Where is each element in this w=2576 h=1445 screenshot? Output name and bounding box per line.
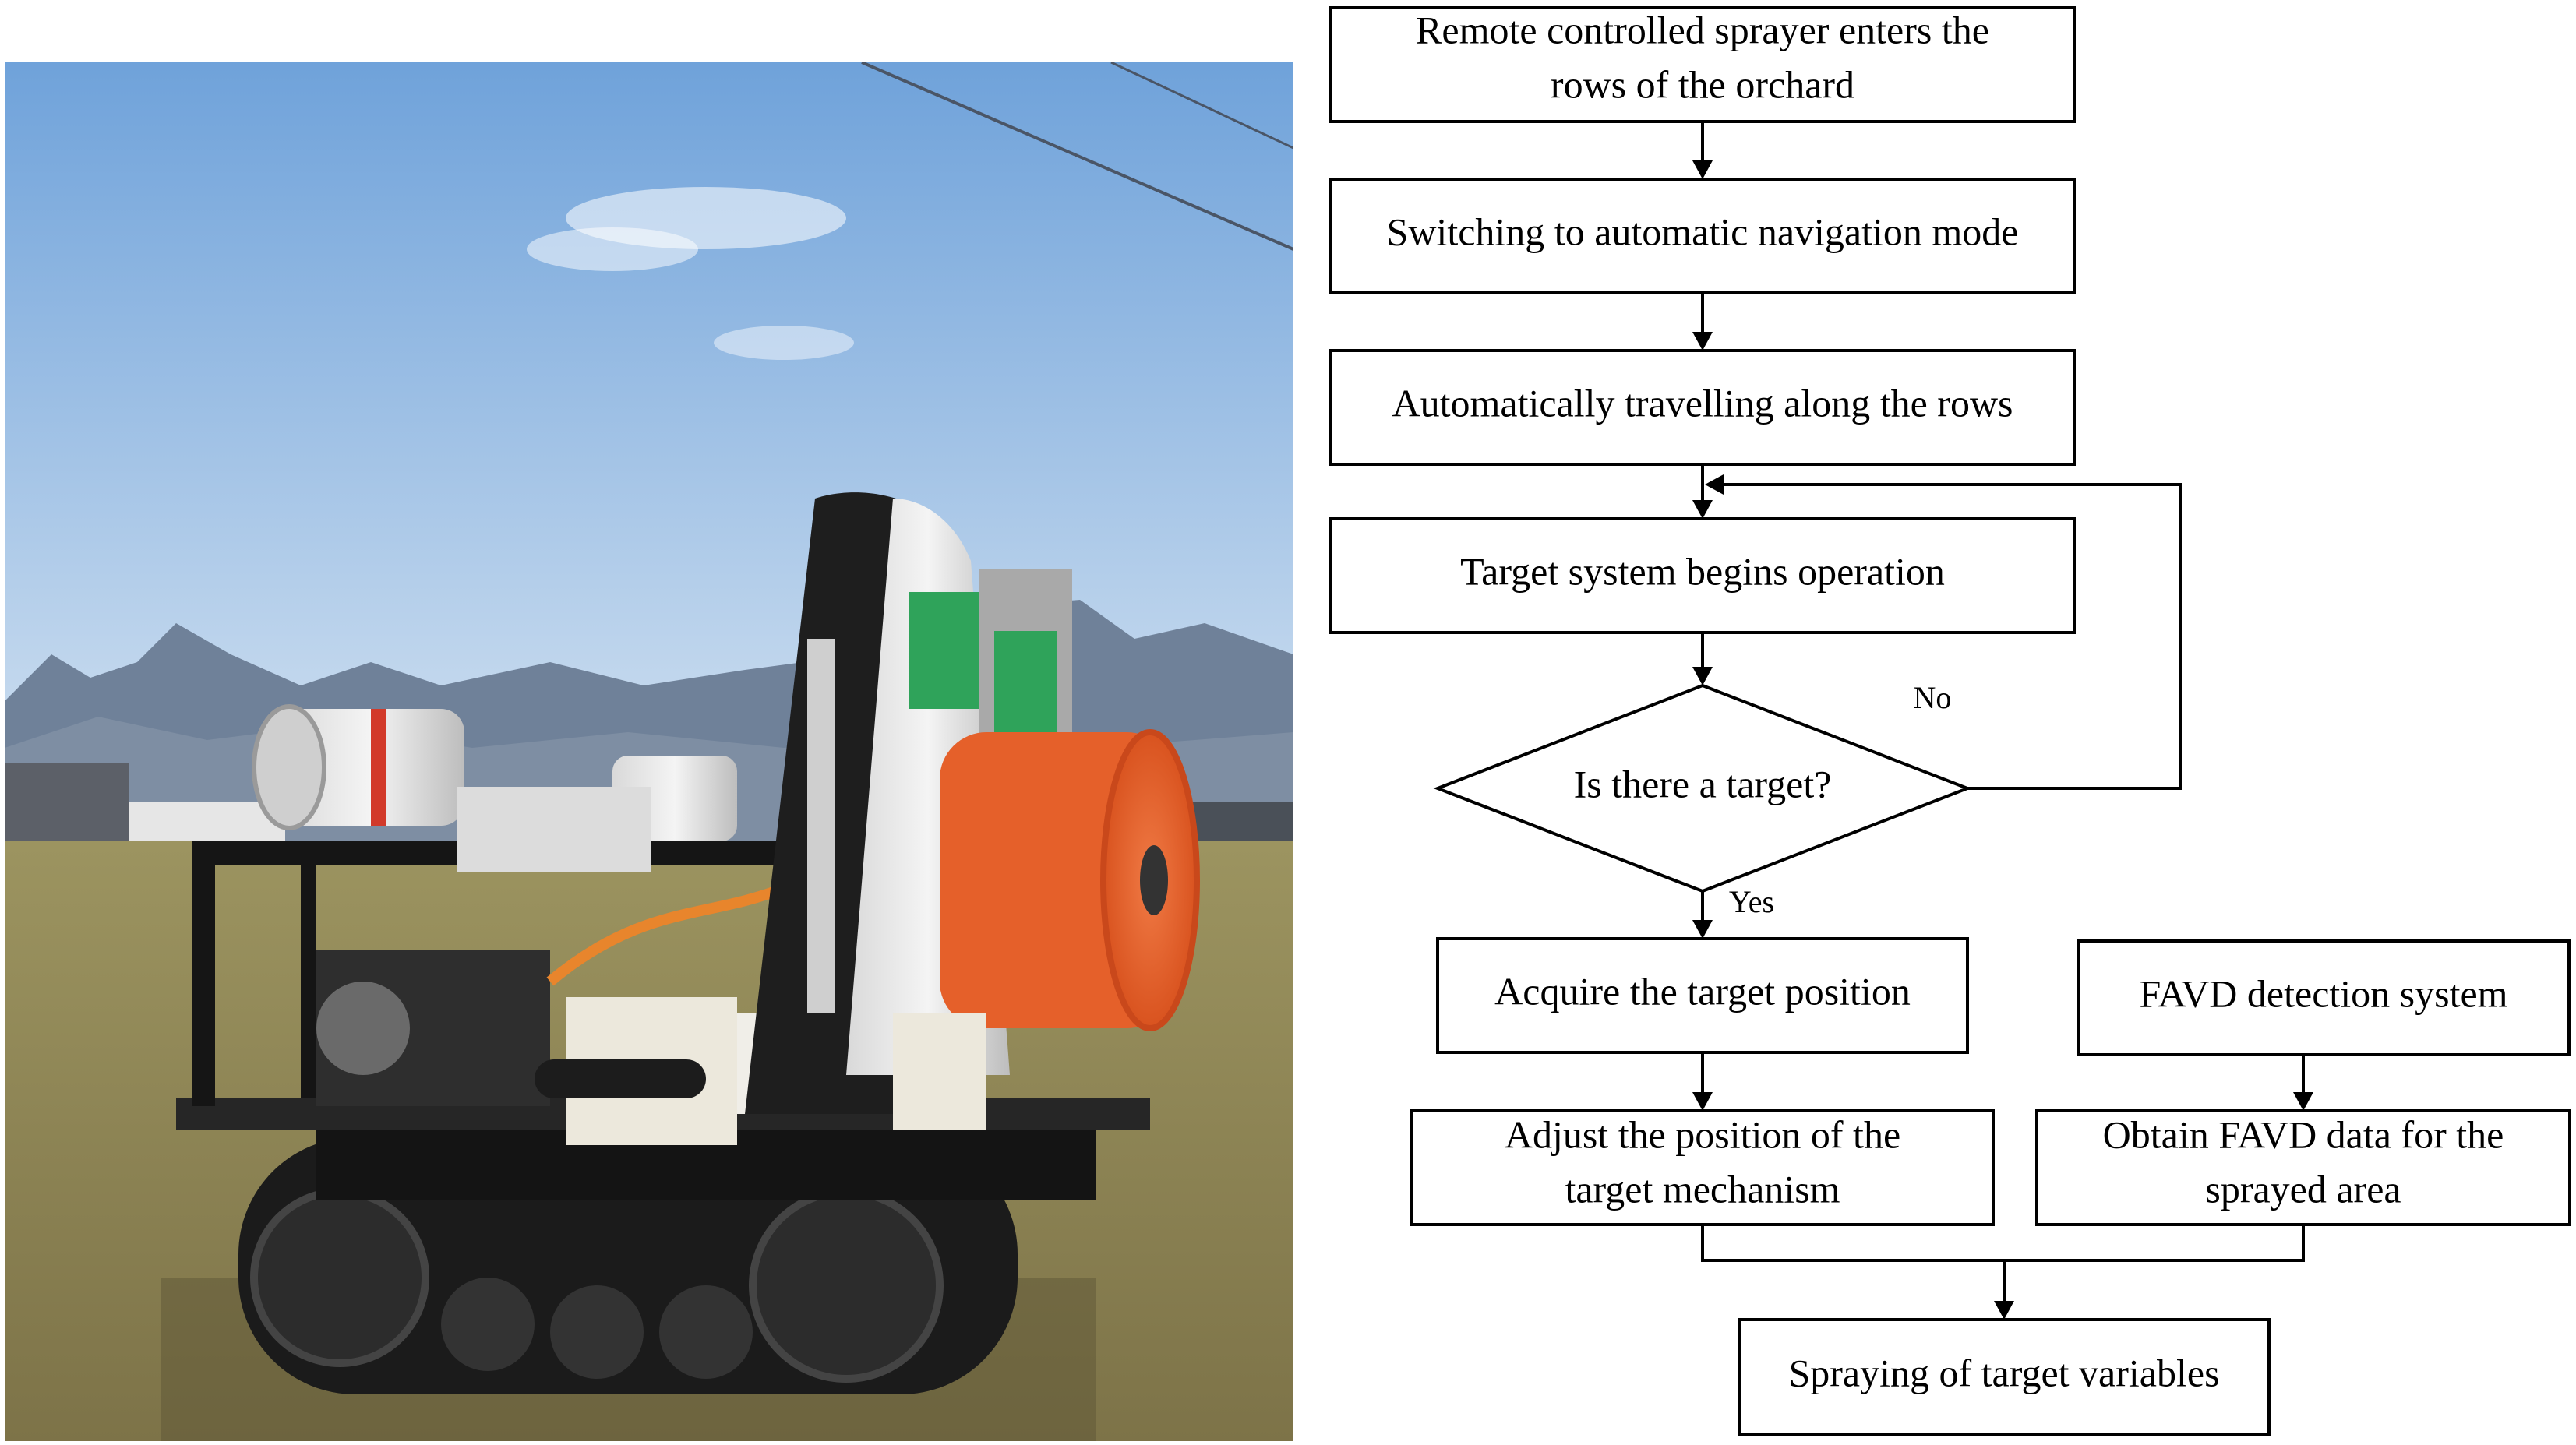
node-automatic-navigation-label: Switching to automatic navigation mode [1387, 210, 2019, 253]
power-line [861, 62, 1293, 251]
node-obtain-favd-data-line2: sprayed area [2205, 1167, 2401, 1211]
edge-label-no: No [1914, 680, 1952, 715]
big-fan-hub [1140, 845, 1168, 915]
node-target-system-operation [1329, 517, 2076, 634]
node-spraying-target-variables-label: Spraying of target variables [1788, 1351, 2219, 1394]
node-sprayer-enters-rows-line1: Remote controlled sprayer enters the [1416, 8, 1989, 51]
green-label [994, 631, 1057, 732]
node-target-system-operation-label: Target system begins operation [1460, 549, 1945, 593]
node-favd-detection-system [2077, 939, 2571, 1056]
node-spraying-target-variables [1738, 1318, 2271, 1436]
connector-n6-n7 [1692, 1052, 1713, 1111]
side-fan-band [371, 709, 386, 826]
power-line [1110, 62, 1293, 150]
node-adjust-target-mechanism-line2: target mechanism [1565, 1167, 1840, 1211]
track-wheel [659, 1285, 753, 1379]
node-acquire-target-position-label: Acquire the target position [1494, 969, 1911, 1013]
handle [535, 1059, 706, 1098]
connector-no-loop [1705, 474, 2182, 790]
decision-is-there-target-label: Is there a target? [1574, 762, 1832, 805]
connector-n8-n9 [2293, 1055, 2313, 1111]
node-adjust-target-mechanism-line1: Adjust the position of the [1505, 1112, 1900, 1156]
cloud [714, 326, 854, 360]
node-travelling-along-rows [1329, 349, 2076, 466]
connector-n2-n3 [1692, 293, 1713, 351]
track-wheel [441, 1278, 535, 1371]
tower-rail [807, 639, 835, 1013]
node-travelling-along-rows-label: Automatically travelling along the rows [1392, 381, 2013, 425]
connector-n1-n2 [1692, 122, 1713, 179]
connector-n3-n4 [1692, 464, 1713, 519]
frame [301, 865, 316, 1098]
node-acquire-target-position [1436, 937, 1969, 1054]
track-wheel [550, 1285, 644, 1379]
connector-n4-decision [1692, 633, 1713, 685]
electrical-box [457, 787, 651, 872]
node-obtain-favd-data-line1: Obtain FAVD data for the [2103, 1112, 2504, 1156]
frame [192, 841, 215, 1106]
side-fan-mouth [252, 704, 326, 830]
edge-label-yes: Yes [1729, 884, 1774, 919]
node-favd-detection-system-label: FAVD detection system [2139, 971, 2507, 1015]
cloud [527, 227, 698, 271]
connector-merge [1701, 1225, 2305, 1320]
connector-yes [1692, 891, 1713, 939]
engine-pulley [316, 982, 410, 1075]
hose [546, 883, 786, 986]
node-sprayer-enters-rows [1329, 6, 2076, 123]
node-sprayer-enters-rows-line2: rows of the orchard [1551, 62, 1854, 106]
green-label [909, 592, 979, 709]
sprayer-photo [5, 62, 1293, 1441]
fan-duct [893, 1013, 986, 1130]
